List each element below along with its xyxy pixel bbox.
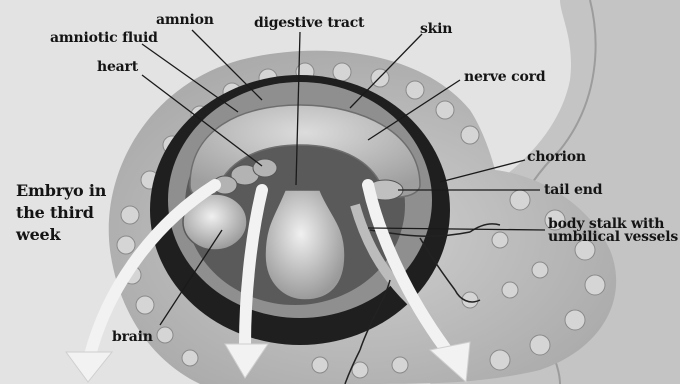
diagram-title: Embryo in the third week <box>16 180 126 246</box>
label-nerve-cord: nerve cord <box>464 70 545 85</box>
label-body-stalk: body stalk with umbilical vessels <box>548 218 678 244</box>
label-body-stalk-line2: umbilical vessels <box>548 231 678 244</box>
label-brain: brain <box>112 330 153 345</box>
label-skin: skin <box>420 22 452 37</box>
label-digestive-tract: digestive tract <box>254 16 364 31</box>
label-tail-end: tail end <box>544 183 602 198</box>
title-line-1: Embryo in <box>16 180 126 202</box>
label-amniotic-fluid: amniotic fluid <box>50 31 158 46</box>
label-amnion: amnion <box>156 13 214 28</box>
title-line-3: week <box>16 224 126 246</box>
title-line-2: the third <box>16 202 126 224</box>
label-chorion: chorion <box>527 150 586 165</box>
label-heart: heart <box>97 60 138 75</box>
